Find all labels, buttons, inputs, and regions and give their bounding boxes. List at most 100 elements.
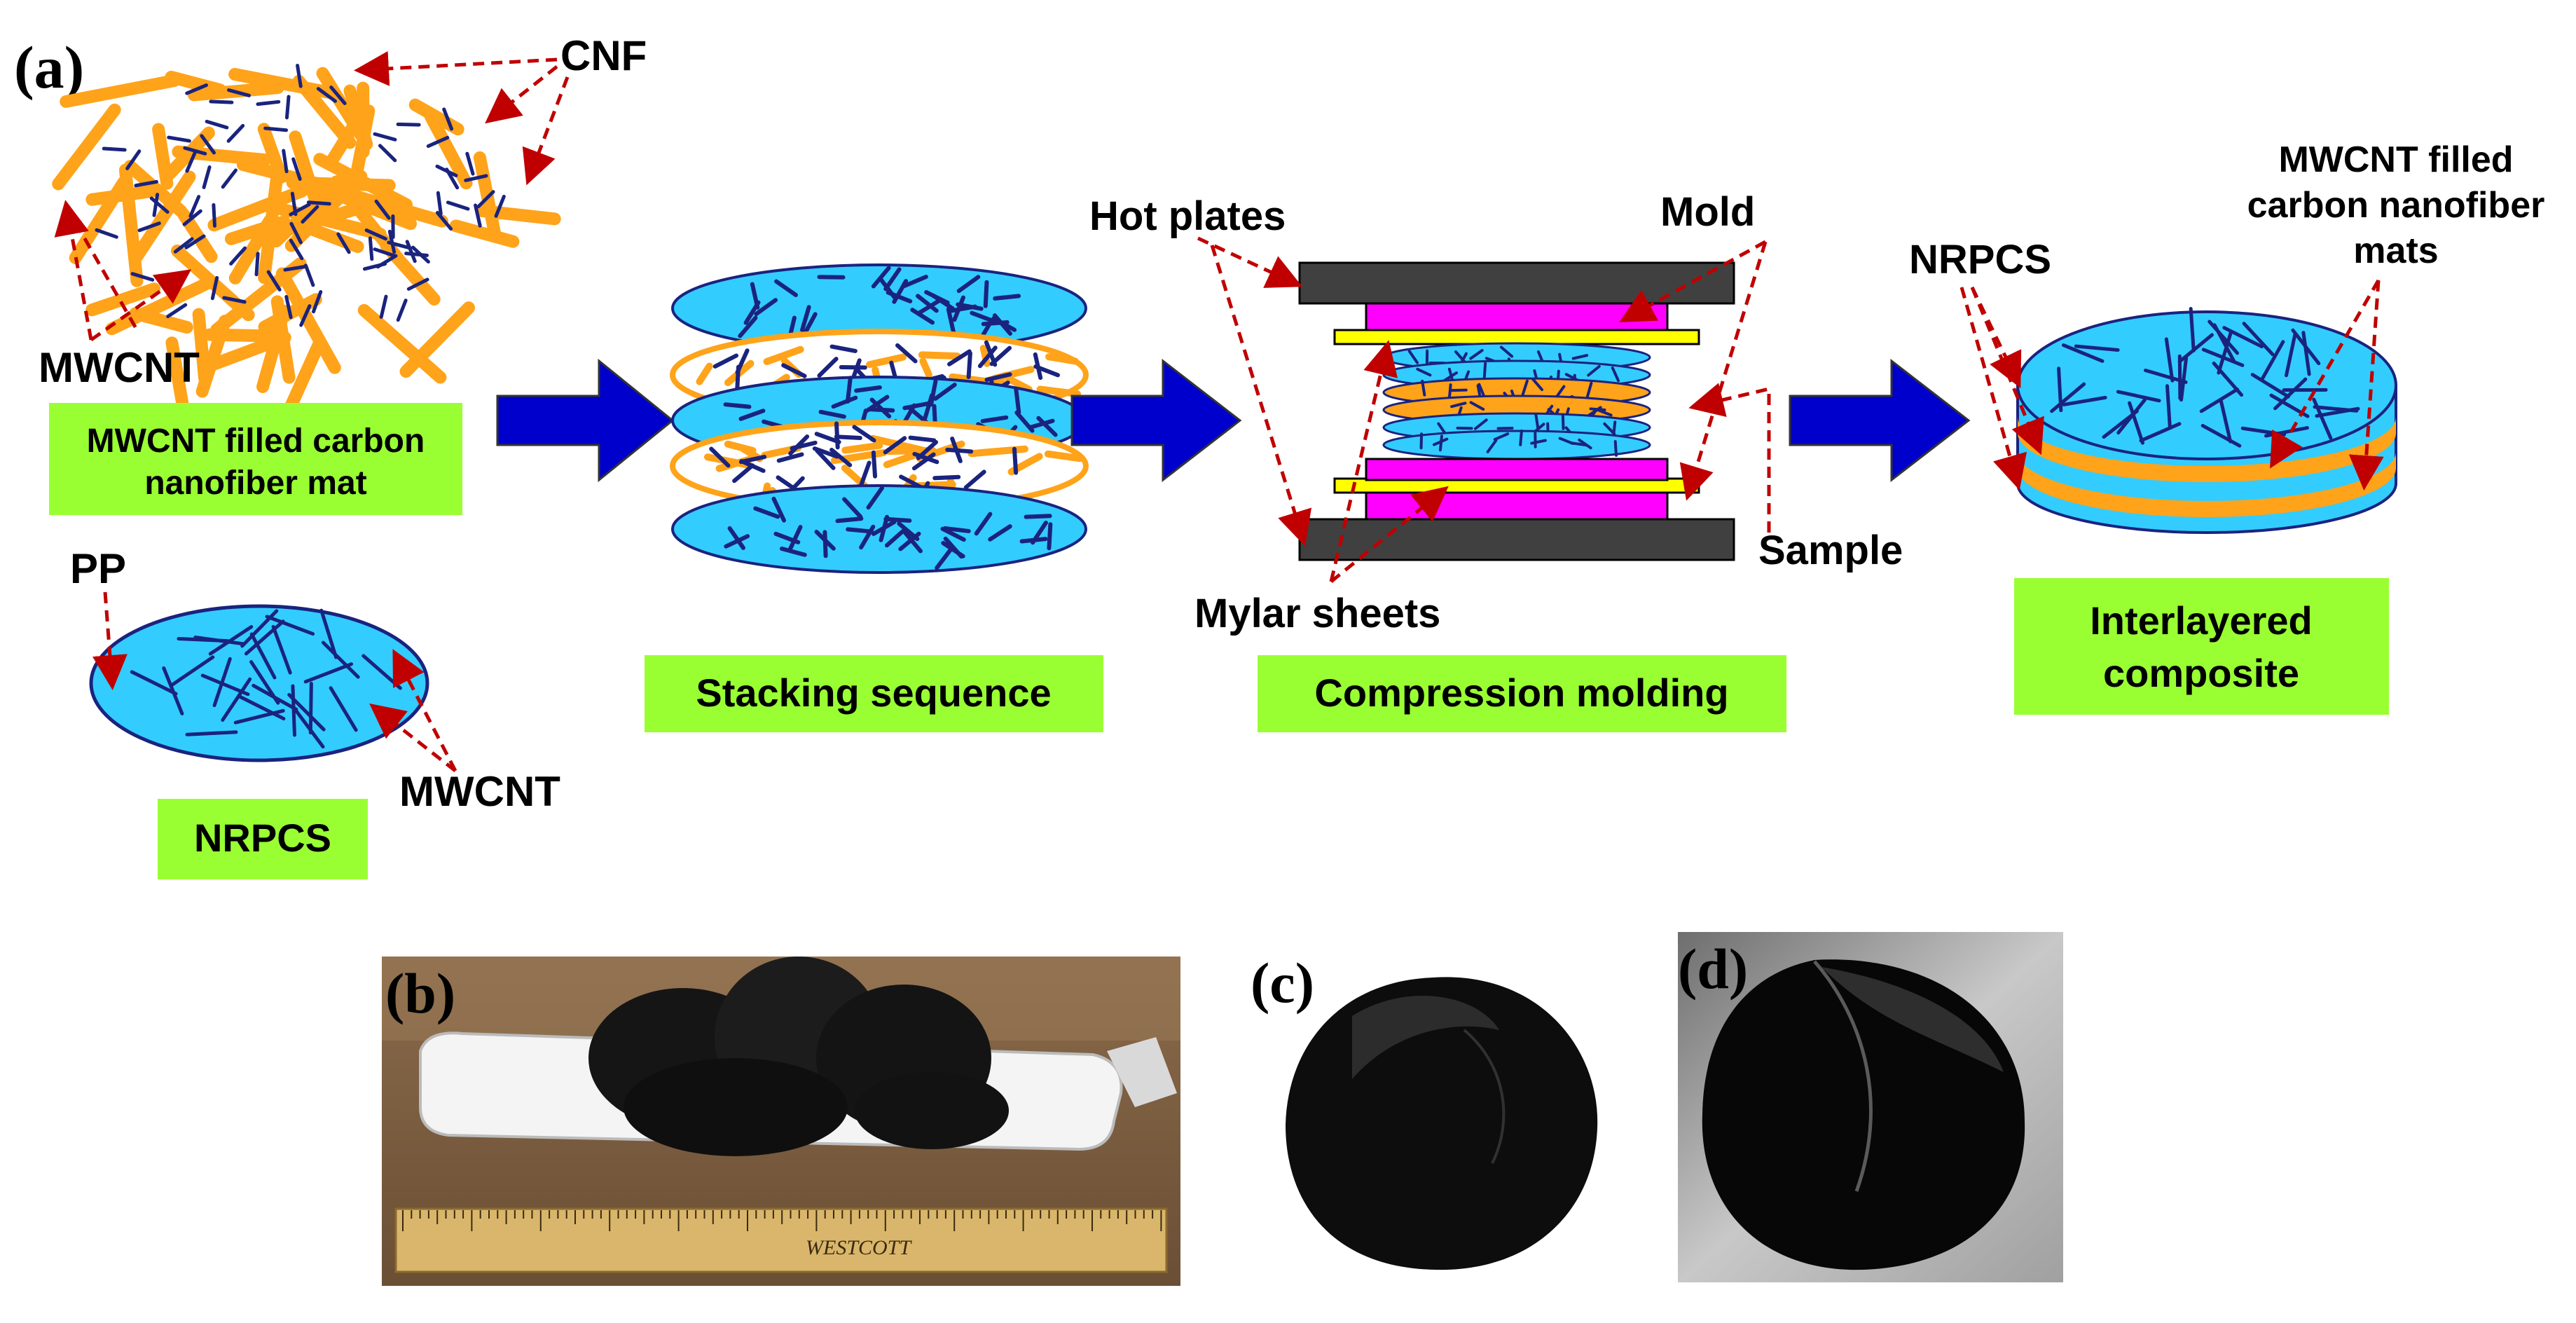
- nanotube: [173, 237, 194, 254]
- nanotube: [296, 64, 303, 88]
- photo-d: [1678, 932, 2063, 1282]
- nanotube: [130, 272, 155, 282]
- nanotube: [252, 683, 298, 711]
- nanotube: [1611, 366, 1620, 383]
- nanotube: [1531, 377, 1543, 392]
- carbon-nanofiber: [841, 441, 883, 454]
- nanotube: [940, 526, 966, 542]
- nanotube: [911, 452, 936, 471]
- nanotube: [283, 264, 308, 272]
- process-arrow-1: [496, 358, 675, 483]
- nanotube: [2301, 331, 2311, 376]
- nanotube: [379, 294, 388, 319]
- nanotube: [814, 432, 841, 444]
- nanotube: [137, 221, 161, 233]
- carbon-nanofiber: [1036, 385, 1081, 398]
- nanotube: [1519, 429, 1523, 446]
- nanotube: [316, 87, 338, 103]
- nanotube: [993, 294, 1021, 301]
- carbon-nanofiber: [919, 357, 932, 378]
- nanotube: [373, 132, 397, 142]
- nanotube: [1416, 367, 1432, 377]
- nanotube: [303, 263, 315, 287]
- nanotube: [1033, 352, 1043, 381]
- nanotube: [476, 190, 495, 209]
- nrpcs-box: [158, 799, 368, 879]
- nanotube: [227, 88, 251, 97]
- top-hot-plate: [1298, 261, 1735, 305]
- nanotube: [2074, 344, 2120, 352]
- nanotube: [1493, 432, 1510, 441]
- nanotube: [329, 85, 347, 105]
- nanotube: [771, 496, 787, 523]
- nanotube: [152, 193, 160, 217]
- nanotube: [2179, 356, 2189, 402]
- nanotube: [1014, 386, 1021, 415]
- carbon-nanofiber: [475, 204, 561, 226]
- nanotube: [932, 474, 961, 481]
- nanotube: [374, 199, 391, 220]
- stacking-box: [645, 655, 1103, 732]
- ruler-brand: WESTCOTT: [806, 1236, 912, 1259]
- nanotube: [200, 673, 250, 697]
- carbon-nanofiber: [763, 345, 804, 366]
- nanotube: [321, 640, 360, 679]
- nrpcs-layer: [1382, 430, 1651, 460]
- nanotube: [754, 298, 778, 317]
- nanotube: [200, 134, 216, 155]
- nanotube: [284, 295, 293, 320]
- nanotube: [208, 625, 254, 656]
- nanotube: [301, 205, 319, 224]
- nanotube: [474, 203, 482, 228]
- nanotube: [188, 195, 201, 218]
- nanotube: [1036, 416, 1058, 437]
- carbon-nanofiber: [275, 267, 341, 374]
- panel-label-d: (d): [1678, 937, 1748, 1001]
- mylar-sheets-label: Mylar sheets: [1194, 591, 1440, 636]
- nanotube: [738, 315, 758, 338]
- nanotube: [774, 279, 798, 298]
- nanotube: [2116, 390, 2161, 403]
- nanotube: [1031, 520, 1048, 545]
- nanotube: [229, 246, 247, 266]
- nanotube: [852, 425, 876, 443]
- nanotube: [319, 608, 338, 659]
- nanotube: [291, 157, 302, 181]
- nanotube: [185, 730, 238, 736]
- nanotube: [910, 308, 935, 325]
- nanotube: [1571, 354, 1589, 360]
- nanotube: [1530, 439, 1547, 445]
- nanotube: [193, 635, 246, 646]
- nanotube: [291, 706, 325, 749]
- nanotube: [1419, 432, 1424, 450]
- nanotube: [2260, 340, 2285, 381]
- bottom-mold-lower: [1365, 491, 1669, 521]
- carbon-nanofiber: [224, 215, 291, 245]
- nanotube: [406, 277, 429, 291]
- photo-c: [1251, 950, 1615, 1282]
- nanotube: [435, 164, 458, 177]
- pressed-sample: [1382, 342, 1651, 460]
- nanotube: [1571, 441, 1587, 447]
- nanotube: [1478, 383, 1486, 399]
- carbon-nanofiber: [129, 307, 193, 334]
- nanotube: [2165, 384, 2172, 430]
- nanotube: [167, 135, 191, 143]
- carbon-nanofiber: [1044, 450, 1084, 462]
- sample-label: Sample: [1758, 528, 1903, 573]
- nanotube: [1486, 439, 1498, 453]
- nanotube: [1407, 350, 1419, 364]
- nanotube: [1447, 383, 1452, 400]
- nanotube: [871, 450, 878, 479]
- nanotube: [396, 122, 421, 127]
- nanotube: [378, 144, 397, 163]
- nanotube: [1521, 379, 1529, 396]
- mat-box-line2: nanofiber mat: [144, 465, 366, 502]
- nanotube: [949, 304, 977, 313]
- interlayered-box-line1: Interlayered: [2090, 598, 2313, 643]
- nanotube: [818, 409, 846, 419]
- nanotube: [2291, 328, 2321, 366]
- nanotube: [2217, 331, 2233, 375]
- nanotube: [405, 240, 417, 263]
- nanotube: [221, 677, 252, 722]
